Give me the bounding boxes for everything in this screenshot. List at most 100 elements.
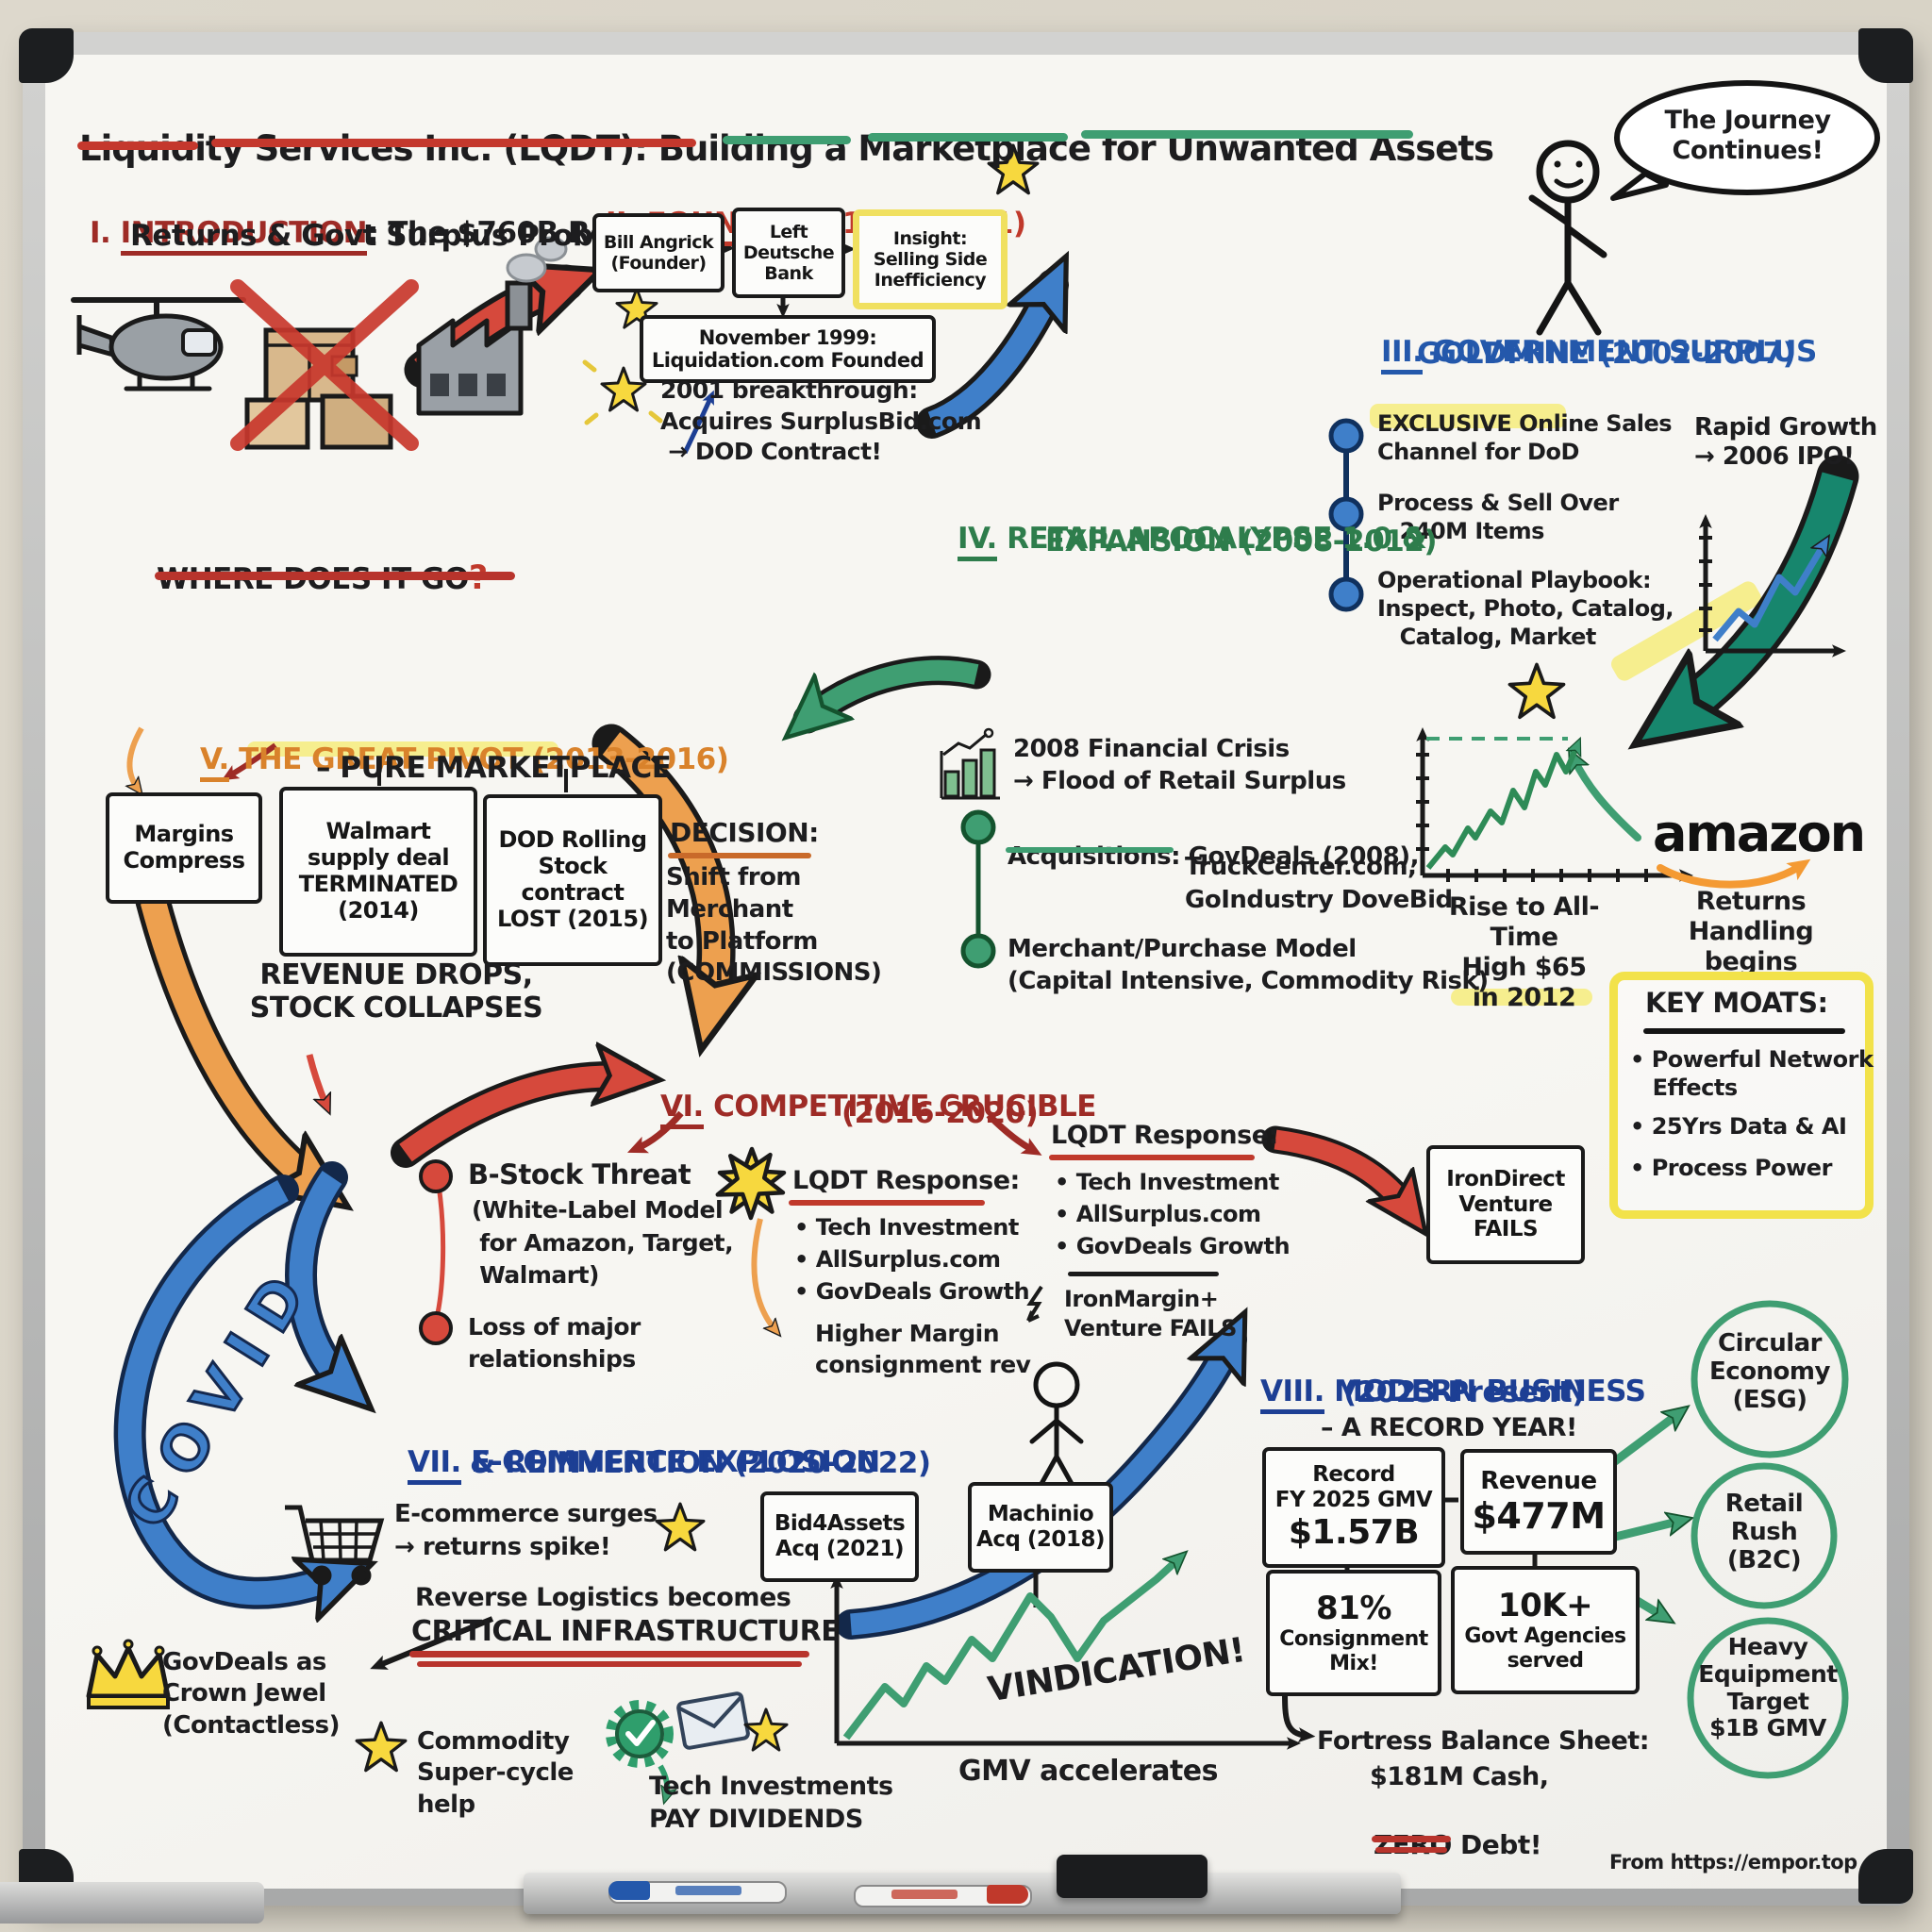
crucible-num: VI. <box>660 1089 704 1129</box>
intro-heading-word: INTRODUCTION <box>120 215 368 256</box>
margins-box: Margins Compress <box>106 792 262 904</box>
breakthrough-note: 2001 breakthrough: Acquires SurplusBid.c… <box>660 376 982 465</box>
highlight-goldmine-bullet <box>1370 404 1566 428</box>
response2-extra: IronMargin+ Venture FAILS <box>1064 1286 1237 1342</box>
irondirect-box: IronDirect Venture FAILS <box>1426 1145 1585 1264</box>
moats-item3: • Process Power <box>1630 1155 1832 1181</box>
ecommerce-num: VII. <box>408 1444 461 1485</box>
critical-underline-1 <box>409 1651 809 1657</box>
goldmine-point2: Process & Sell Over 240M Items <box>1377 490 1619 544</box>
pivot-num: V. <box>200 741 229 782</box>
modern-subtitle: – A RECORD YEAR! <box>1321 1413 1577 1442</box>
walmart-box: Walmart supply deal TERMINATED (2014) <box>279 787 477 957</box>
apocalypse-acquisitions: Acquisitions: GovDeals (2008), <box>1008 813 1419 871</box>
acquisitions-first: GovDeals (2008), <box>1180 841 1420 871</box>
response2-items-underline <box>1068 1272 1219 1276</box>
question-underline <box>155 572 515 580</box>
agencies-box-value: 10K+ <box>1497 1586 1593 1624</box>
response1-items: • Tech Investment • AllSurplus.com • Gov… <box>794 1214 1030 1306</box>
gmv-label: GMV accelerates <box>958 1755 1219 1788</box>
zero-rest: Debt! <box>1451 1829 1541 1861</box>
highlight-pivot-heading <box>247 741 558 757</box>
bid4assets-box: Bid4Assets Acq (2021) <box>760 1491 919 1582</box>
title-underline-green-2 <box>868 133 1068 142</box>
apocalypse-heading: IV. RETAIL APOCALYPSE 1.0 & <box>958 487 1427 561</box>
moats-underline <box>1643 1028 1845 1034</box>
crown-text: GovDeals as Crown Jewel (Contactless) <box>162 1648 341 1740</box>
marker-blue-cap <box>608 1881 650 1900</box>
revenue-box-value: $477M <box>1472 1495 1606 1538</box>
title-underline-green-1 <box>723 136 851 144</box>
zero-underline-1 <box>1372 1836 1451 1842</box>
collapse-text: REVENUE DROPS, STOCK COLLAPSES <box>249 958 543 1025</box>
intro-num: I. <box>90 215 121 250</box>
frame-corner-tl <box>19 28 74 83</box>
highlight-rise-caption <box>1451 989 1592 1006</box>
goldmine-growth: Rapid Growth → 2006 IPO! <box>1694 413 1877 471</box>
response1-title: LQDT Response: <box>792 1166 1020 1195</box>
critical-underline-2 <box>417 1661 802 1667</box>
intro-question: WHERE DOES IT GO? <box>157 525 488 598</box>
ecommerce-heading: VII. E-COMMERCE EXPLOSION <box>408 1410 880 1485</box>
acquisitions-label: Acquisitions: <box>1008 841 1181 871</box>
ecommerce-heading1: E-COMMERCE EXPLOSION <box>460 1444 880 1479</box>
surge-text: E-commerce surges → returns spike! <box>394 1500 658 1562</box>
mix-box-label: Consignment Mix! <box>1279 1627 1428 1675</box>
moats-heading: KEY MOATS: <box>1645 987 1828 1019</box>
apocalypse-crisis: 2008 Financial Crisis → Flood of Retail … <box>1013 735 1346 795</box>
page-title: Liquidity Services Inc. (LQDT): Building… <box>79 87 1494 169</box>
board-eraser[interactable] <box>1057 1855 1208 1898</box>
agencies-box: 10K+Govt Agencies served <box>1451 1566 1640 1694</box>
stock-chart-caption: Rise to All-Time High $65 in 2012 <box>1448 892 1600 1012</box>
circle-heavy-text: Heavy Equipment Target $1B GMV <box>1698 1633 1838 1742</box>
title-underline-green-3 <box>1081 130 1413 139</box>
bstock-title: B-Stock Threat <box>468 1158 691 1191</box>
goldmine-heading2: GOLDMINE (2002-2007) <box>1417 337 1796 371</box>
founder-box: Bill Angrick (Founder) <box>592 213 724 292</box>
gmv-box-l2: FY 2025 GMV <box>1274 1488 1433 1513</box>
moats-item1: • Powerful Network Effects <box>1630 1046 1874 1101</box>
fortress-line1: Fortress Balance Sheet: <box>1317 1726 1650 1756</box>
circle-retail-text: Retail Rush (B2C) <box>1724 1490 1804 1574</box>
goldmine-point1: EXCLUSIVE Online Sales Channel for DoD <box>1377 410 1673 465</box>
zero-text: ZERO <box>1374 1829 1452 1861</box>
dod-box: DOD Rolling Stock contract LOST (2015) <box>483 794 662 966</box>
pivot-heading: V. THE GREAT PIVOT (2013-2016) <box>200 708 729 782</box>
fortress-line3: ZERO Debt! <box>1374 1798 1541 1860</box>
gmv-box-l1: Record <box>1312 1462 1395 1488</box>
loss-text: Loss of major relationships <box>468 1313 641 1373</box>
tech-text: Tech Investments PAY DIVIDENDS <box>649 1772 893 1835</box>
goldmine-heading1: GOVERNMENT SURPLUS <box>1423 334 1818 369</box>
marker-red-cap <box>987 1885 1028 1904</box>
marker-blue-label <box>675 1886 741 1895</box>
reverse-line1: Reverse Logistics becomes <box>415 1583 791 1612</box>
moats-item2: • 25Yrs Data & AI <box>1630 1113 1847 1140</box>
agencies-box-label: Govt Agencies served <box>1464 1624 1626 1673</box>
response1-underline <box>789 1200 985 1206</box>
response2-title: LQDT Response: <box>1051 1121 1278 1150</box>
intro-heading-line2: Returns & Govt Surplus Problem <box>130 219 653 253</box>
goldmine-num: III. <box>1381 334 1424 375</box>
machinio-box: Machinio Acq (2018) <box>968 1482 1113 1573</box>
amazon-wordmark: amazon <box>1653 804 1866 863</box>
modern-heading-text: MODERN BUSINESS <box>1324 1374 1646 1408</box>
circle-esg-text: Circular Economy (ESG) <box>1709 1329 1830 1414</box>
crucible-years: (2016-2020) <box>841 1096 1039 1130</box>
apocalypse-num: IV. <box>958 521 997 561</box>
bstock-body: (White-Label Model for Amazon, Target, W… <box>472 1196 734 1289</box>
modern-num: VIII. <box>1260 1374 1324 1414</box>
source-label: From https://empor.top <box>1609 1851 1857 1874</box>
crucible-heading-text: COMPETITIVE CRUCIBLE <box>703 1089 1096 1124</box>
apocalypse-heading1: RETAIL APOCALYPSE 1.0 & <box>996 521 1427 556</box>
gmv-box-value: $1.57B <box>1288 1512 1420 1552</box>
apocalypse-acq-rest: TruckCenter.com, GoIndustry DoveBid <box>1185 853 1453 915</box>
apocalypse-heading2: EXPANSION (2008-2012) <box>1045 525 1438 558</box>
decision-label: DECISION: <box>670 817 819 848</box>
response1-extra: Higher Margin consignment rev <box>815 1320 1031 1378</box>
mix-box: 81%Consignment Mix! <box>1266 1570 1441 1696</box>
amazon-caption: Returns Handling begins <box>1688 887 1814 976</box>
founded-box: November 1999: Liquidation.com Founded <box>640 315 936 383</box>
bank-box: Left Deutsche Bank <box>732 208 845 298</box>
